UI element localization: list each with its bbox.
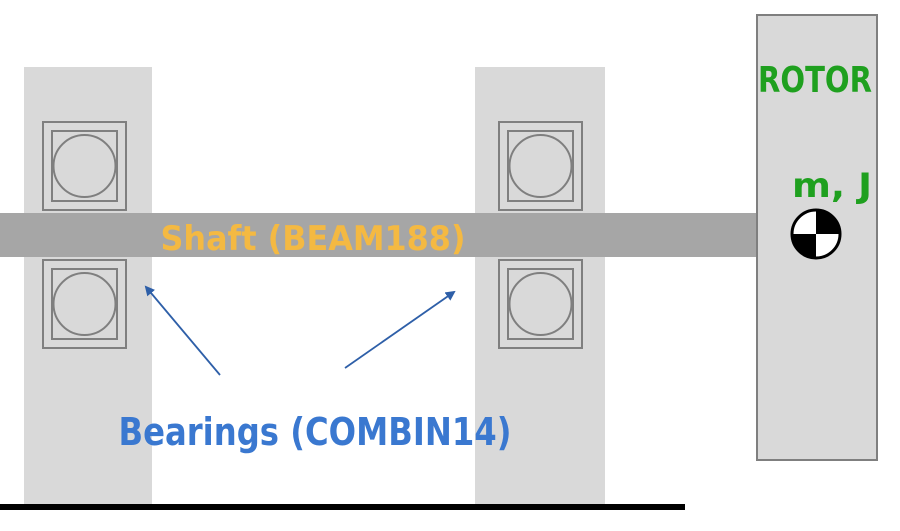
- center-of-mass-icon: [790, 208, 842, 260]
- rotor: [756, 14, 878, 461]
- shaft-label: Shaft (BEAM188): [161, 219, 466, 259]
- right-support: [475, 67, 605, 505]
- rotor-label: ROTOR: [758, 60, 872, 101]
- arrow-right-bearing: [344, 290, 456, 369]
- bearing-left-lower: [42, 259, 127, 349]
- shaft: [0, 213, 762, 257]
- left-support: [24, 67, 152, 505]
- bearing-right-lower: [498, 259, 583, 349]
- rotor-properties-label: m, J: [792, 166, 872, 206]
- arrow-left-bearing: [144, 285, 221, 376]
- bearing-right-upper: [498, 121, 583, 211]
- bearings-label: Bearings (COMBIN14): [119, 410, 512, 454]
- bearing-left-upper: [42, 121, 127, 211]
- ground-line: [0, 504, 685, 510]
